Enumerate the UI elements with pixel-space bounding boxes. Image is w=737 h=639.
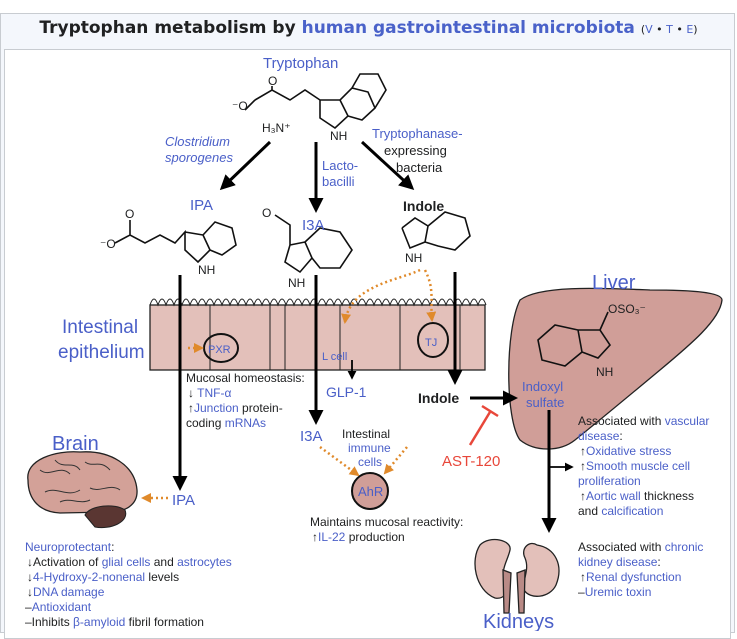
svg-text:↑Renal dysfunction: ↑Renal dysfunction: [580, 570, 681, 584]
svg-text:Maintains mucosal reactivity:: Maintains mucosal reactivity:: [310, 515, 463, 529]
tj-label[interactable]: TJ: [425, 337, 437, 349]
ipa-structure: [114, 220, 237, 264]
view-link[interactable]: V: [645, 23, 653, 36]
ahr-receptor: [351, 472, 389, 510]
immune-label-3[interactable]: cells: [358, 455, 382, 469]
ipa-lower-label[interactable]: IPA: [172, 492, 195, 509]
svg-text:and calcification: and calcification: [578, 504, 663, 518]
pxr-receptor: [203, 333, 239, 363]
liver-label[interactable]: Liver: [592, 272, 636, 294]
svg-text:↓4-Hydroxy-2-nonenal levels: ↓4-Hydroxy-2-nonenal levels: [27, 570, 179, 584]
lacto-label[interactable]: Lacto-: [322, 158, 358, 173]
indoxyl-nh-label: NH: [596, 365, 613, 379]
immune-label-2[interactable]: immune: [348, 441, 391, 455]
clostridium-label[interactable]: Clostridium: [165, 134, 230, 149]
indole-lumen-label[interactable]: Indole: [418, 390, 459, 406]
svg-text:↑IL-22 production: ↑IL-22 production: [312, 530, 405, 544]
sporogenes-label[interactable]: sporogenes: [165, 150, 233, 165]
svg-text:coding mRNAs: coding mRNAs: [186, 416, 266, 430]
epithelium-label-2[interactable]: epithelium: [58, 342, 145, 363]
bacteria-label: bacteria: [396, 160, 443, 175]
pathway-arrows: [172, 140, 574, 533]
i3a-oxygen-label: O: [262, 206, 271, 220]
svg-text:–Inhibits β-amyloid fibril for: –Inhibits β-amyloid fibril formation: [25, 615, 204, 629]
pxr-label[interactable]: PXR: [208, 344, 231, 356]
svg-text:kidney disease:: kidney disease:: [578, 555, 661, 569]
i3a-structure: [274, 214, 353, 274]
glp1-label[interactable]: GLP-1: [326, 384, 367, 400]
talk-link[interactable]: T: [666, 23, 673, 36]
mucosal-homeostasis-text: Mucosal homeostasis: ↓ TNF-α ↑Junction p…: [186, 371, 305, 430]
tryptophanase-label[interactable]: Tryptophanase-: [372, 126, 463, 141]
indole-label[interactable]: Indole: [403, 198, 444, 214]
svg-text:Associated with vascular: Associated with vascular: [578, 414, 709, 428]
ast120-inhibition: [468, 404, 499, 446]
svg-text:↑Oxidative stress: ↑Oxidative stress: [580, 444, 671, 458]
kidneys-label[interactable]: Kidneys: [483, 611, 554, 631]
ipa-nh-label: NH: [198, 263, 215, 277]
i3a-lower-label[interactable]: I3A: [300, 428, 323, 445]
tryptophan-label[interactable]: Tryptophan: [263, 55, 338, 72]
title-link[interactable]: human gastrointestinal microbiota: [301, 18, 635, 38]
svg-text:Mucosal homeostasis:: Mucosal homeostasis:: [186, 371, 305, 385]
indole-nh-label: NH: [405, 251, 422, 265]
svg-text:Associated with chronic: Associated with chronic: [578, 540, 703, 554]
svg-text:↓DNA damage: ↓DNA damage: [27, 585, 105, 599]
neuroprotectant-text: Neuroprotectant: ↓Activation of glial ce…: [25, 540, 232, 629]
svg-text:Neuroprotectant:: Neuroprotectant:: [25, 540, 114, 554]
indole-structure: [401, 211, 471, 251]
svg-text:↑Smooth muscle cell: ↑Smooth muscle cell: [580, 459, 690, 473]
immune-label-1: Intestinal: [342, 427, 390, 441]
intestinal-epithelium: [149, 298, 487, 371]
svg-text:↓Activation of glial cells and: ↓Activation of glial cells and astrocyte…: [27, 555, 232, 569]
kidney-disease-text: Associated with chronic kidney disease: …: [578, 540, 703, 599]
brain-illustration: [27, 451, 138, 529]
tryptophan-structure: [244, 73, 387, 130]
ahr-label[interactable]: AhR: [358, 484, 383, 499]
svg-text:–Antioxidant: –Antioxidant: [25, 600, 92, 614]
ipa-oxygen-label: O: [125, 207, 134, 221]
liver-shape: [508, 287, 723, 450]
svg-text:↓ TNF-α: ↓ TNF-α: [188, 386, 231, 400]
expressing-label: expressing: [384, 143, 447, 158]
edit-link[interactable]: E: [686, 23, 694, 36]
ast120-label[interactable]: AST-120: [442, 453, 500, 470]
kidneys-illustration: [474, 538, 560, 614]
diagram-title: Tryptophan metabolism by human gastroint…: [0, 18, 737, 38]
oxygen-label: O: [268, 74, 277, 88]
svg-text:↑Aortic wall thickness: ↑Aortic wall thickness: [580, 489, 694, 503]
carboxylate-label: ⁻O: [232, 99, 248, 113]
indoxyl-label[interactable]: Indoxyl: [522, 379, 563, 394]
ipa-label[interactable]: IPA: [190, 197, 213, 214]
mucosal-reactivity-text: Maintains mucosal reactivity: ↑IL-22 pro…: [310, 515, 463, 544]
vte-links: (V • T • E): [640, 23, 698, 36]
title-text: Tryptophan metabolism by: [39, 18, 302, 38]
svg-text:disease:: disease:: [578, 429, 623, 443]
signaling-arrows: [141, 268, 437, 503]
l-cell-label[interactable]: L cell: [322, 351, 347, 363]
amine-label: H₃N⁺: [262, 121, 291, 135]
svg-text:–Uremic toxin: –Uremic toxin: [578, 585, 651, 599]
i3a-nh-label: NH: [288, 276, 305, 290]
epithelium-label-1[interactable]: Intestinal: [62, 317, 138, 338]
svg-text:↑Junction protein-: ↑Junction protein-: [188, 401, 283, 415]
sulfate-label[interactable]: sulfate: [526, 395, 564, 410]
ipa-carboxylate-label: ⁻O: [100, 237, 116, 251]
bacilli-label[interactable]: bacilli: [322, 174, 355, 189]
indoxyl-sulfate-structure: [537, 311, 612, 367]
svg-text:proliferation: proliferation: [578, 474, 641, 488]
nh-label: NH: [330, 129, 347, 143]
i3a-label[interactable]: I3A: [302, 217, 325, 234]
brain-label[interactable]: Brain: [52, 433, 99, 455]
vascular-disease-text: Associated with vascular disease: ↑Oxida…: [578, 414, 709, 518]
oso3-label: OSO₃⁻: [608, 302, 646, 316]
tight-junction: [417, 322, 449, 358]
